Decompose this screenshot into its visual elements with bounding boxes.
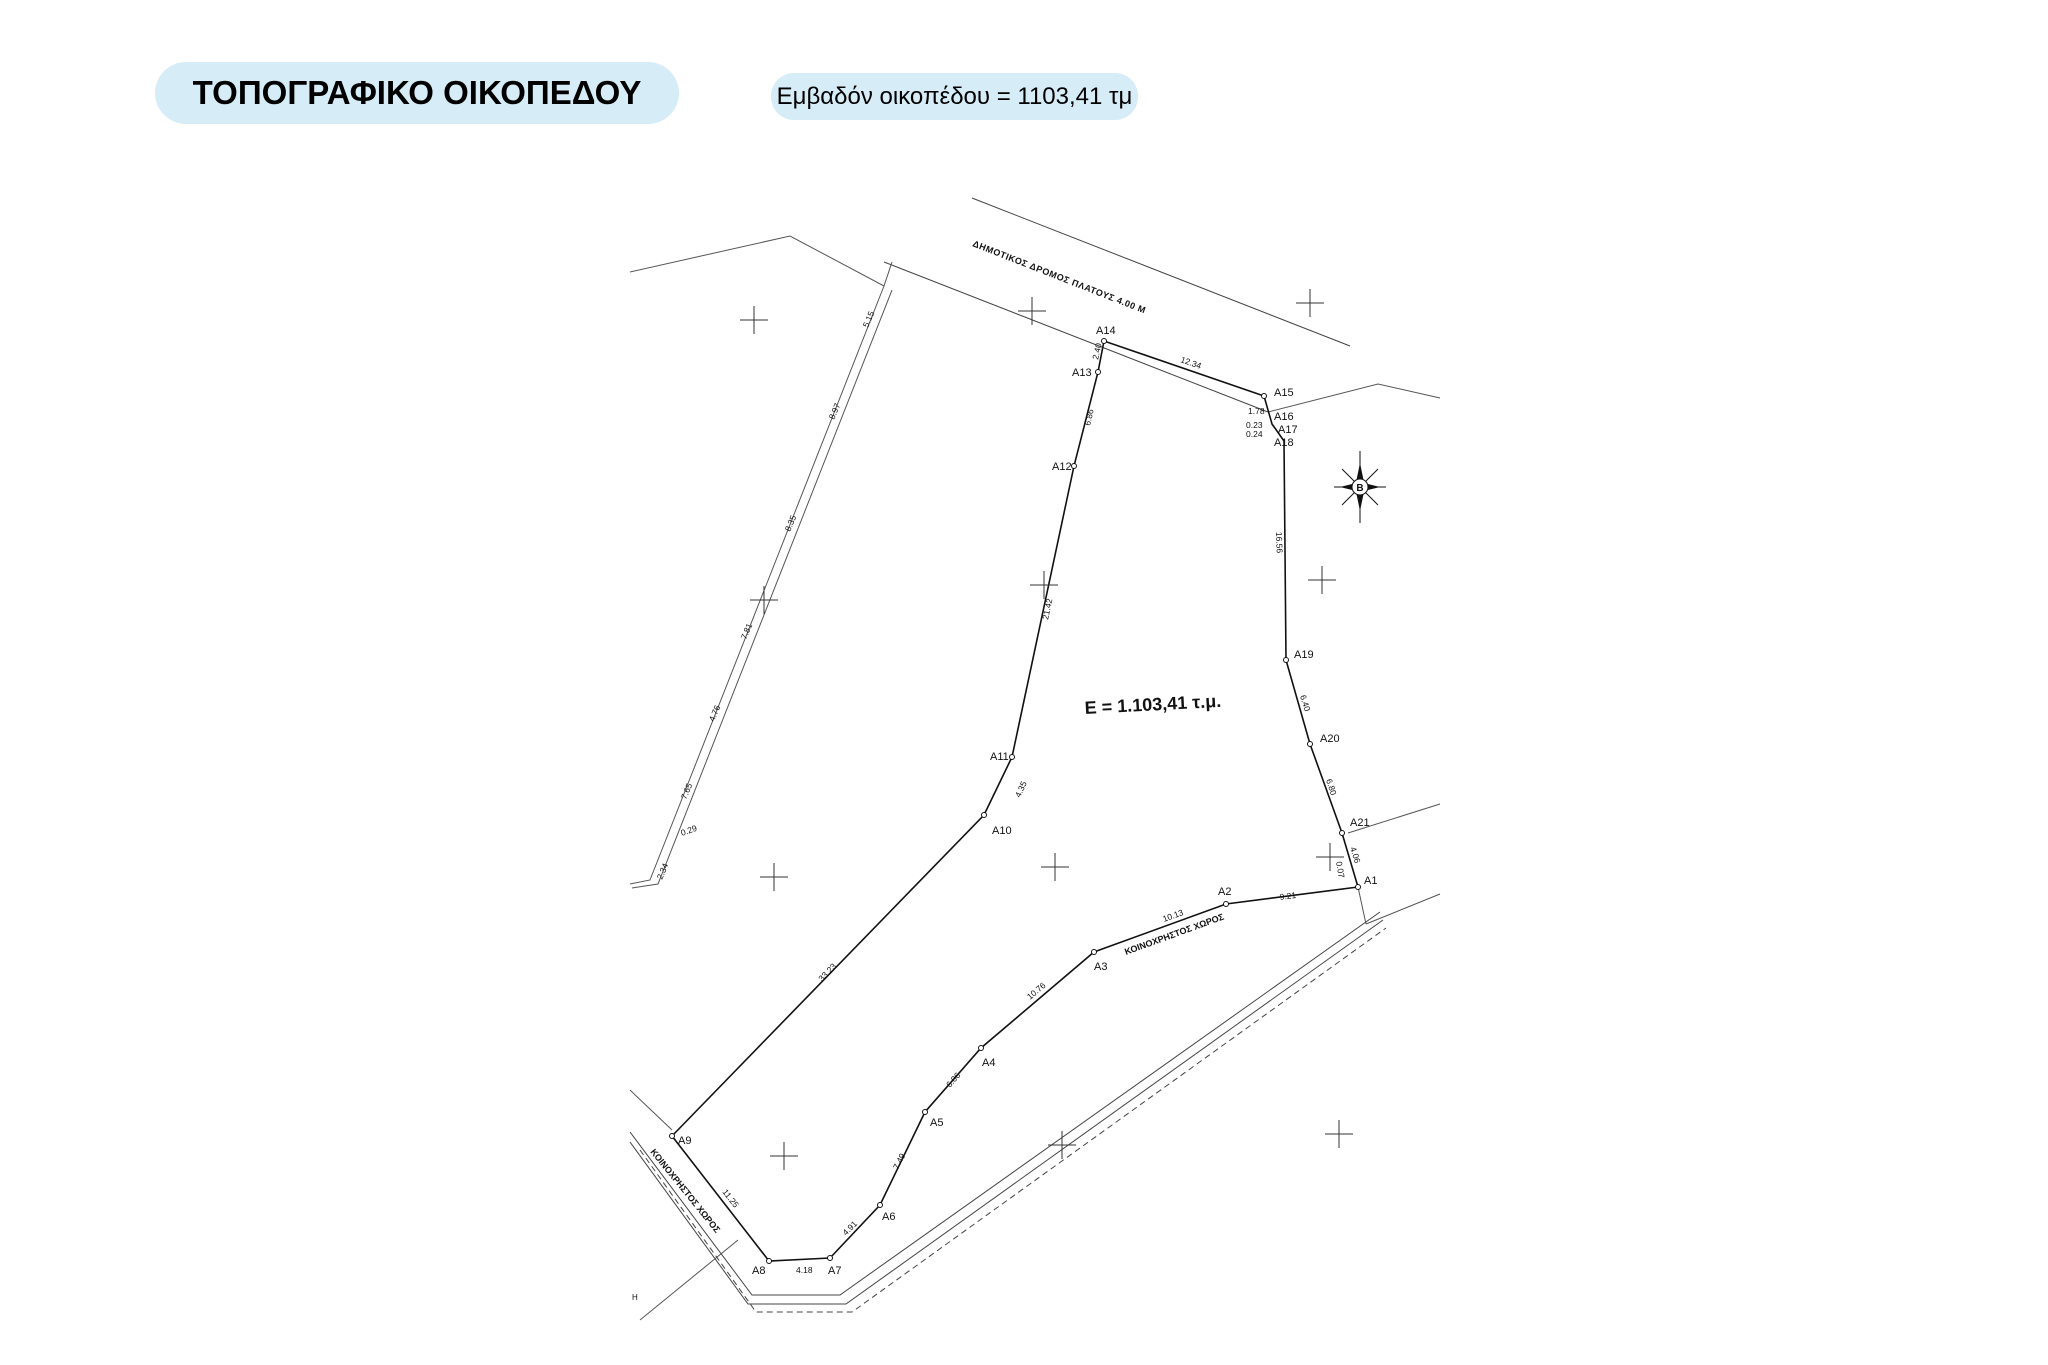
point-label: A11 [990,751,1009,763]
point-label: A7 [828,1265,841,1277]
dimension-label: 0.24 [1246,429,1263,439]
dimension-label: 7.81 [739,621,755,640]
common-space-label-west: ΚΟΙΝΟΧΡΗΣΤΟΣ ΧΩΡΟΣ [648,1147,722,1235]
point-label: A8 [752,1265,765,1277]
road-lines [883,197,1351,413]
point-label: A2 [1218,886,1231,898]
plot-area-label: E = 1.103,41 τ.μ. [1084,691,1222,718]
point-label: A18 [1274,437,1294,449]
neighbor-dimensions: 5.15 8.97 8.35 7.81 4.76 7.65 0.29 2.34 [655,309,877,880]
point-label: A10 [992,825,1012,837]
dimension-label: 8.97 [827,401,843,420]
point-label: A12 [1052,461,1072,473]
neighbor-parcel-west [629,235,893,889]
dimension-label: 4.06 [1348,846,1363,865]
page-title: ΤΟΠΟΓΡΑΦΙΚΟ ΟΙΚΟΠΕΔΟΥ [155,62,679,124]
dimension-label: 6.80 [1324,778,1339,797]
dimension-label: 9.21 [1279,890,1297,902]
dimension-label: 10.76 [1025,980,1048,1002]
dimension-label: 2.40 [1090,342,1104,361]
dimension-label: 4.35 [1013,779,1029,798]
corner-note: Η [632,1293,638,1302]
point-label: A20 [1320,733,1340,745]
point-labels: A1 A2 A3 A4 A5 A6 A7 A8 A9 A10 A11 A12 A… [678,325,1377,1277]
dimension-label: 4.91 [840,1218,859,1237]
dimension-label: 4.18 [796,1265,813,1275]
dimension-label: 10.13 [1161,907,1185,924]
road-label: ΔΗΜΟΤΙΚΟΣ ΔΡΟΜΟΣ ΠΛΑΤΟΥΣ 4.00 Μ [971,239,1147,316]
plot-boundary [670,339,1360,1262]
area-badge: Εμβαδόν οικοπέδου = 1103,41 τμ [771,73,1138,120]
point-label: A3 [1094,961,1107,973]
dimension-label: 16.56 [1274,532,1285,554]
plot-vertices [669,338,1361,1264]
point-label: A1 [1364,875,1377,887]
dimension-label: 21.42 [1040,597,1054,620]
point-label: A19 [1294,649,1314,661]
point-label: A17 [1278,424,1298,436]
dimension-label: 33.23 [816,961,838,983]
common-space-border [629,911,1387,1313]
point-label: A9 [678,1135,691,1147]
dimension-label: 6.86 [1082,408,1096,427]
point-label: A15 [1274,387,1294,399]
dimension-label: 1.78 [1248,406,1265,416]
dimension-label: 0.23 [1246,420,1263,430]
point-label: A13 [1072,367,1092,379]
dimension-label: 8.35 [783,513,799,532]
point-label: A4 [982,1057,995,1069]
north-letter: Β [1356,483,1363,494]
dimension-label: 6.40 [1298,694,1312,713]
grid-crosses [740,289,1353,1170]
dimension-label: 4.76 [707,703,723,722]
dimension-label: 0.07 [1334,861,1347,879]
point-label: A5 [930,1117,943,1129]
point-label: A14 [1096,325,1116,337]
dimension-label: 11.25 [720,1187,741,1210]
point-label: A6 [882,1211,895,1223]
dimension-label: 2.34 [655,861,671,880]
neighbor-lines [629,383,1441,1321]
north-arrow-icon: Β [1334,451,1386,523]
dimension-label: 0.29 [679,823,698,838]
point-label: A16 [1274,411,1294,423]
point-label: A21 [1350,817,1370,829]
